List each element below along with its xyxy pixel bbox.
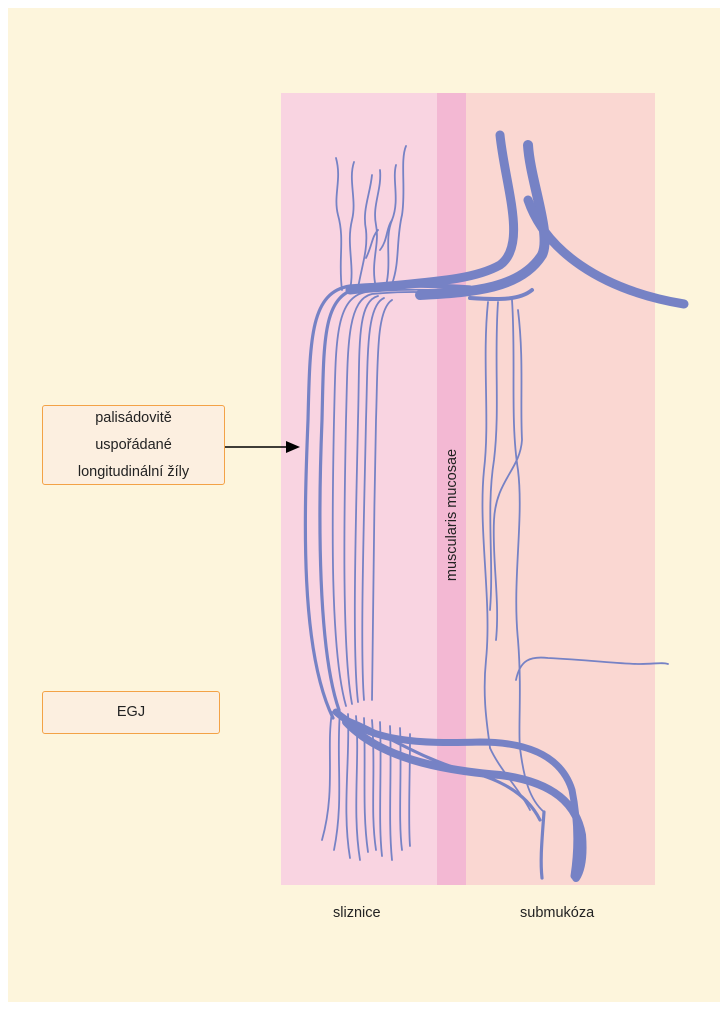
palisade-label-line3: longitudinální žíly xyxy=(78,459,189,486)
muscularis-mucosae-label: muscularis mucosae xyxy=(444,449,460,581)
egj-text: EGJ xyxy=(117,699,145,726)
submucosa-label: submukóza xyxy=(520,905,594,921)
mucosa-label: sliznice xyxy=(333,905,381,921)
palisade-veins-label: palisádovitě uspořádané longitudinální ž… xyxy=(42,405,225,485)
palisade-label-line2: uspořádané xyxy=(95,432,172,459)
palisade-label-line1: palisádovitě xyxy=(95,405,172,432)
egj-label: EGJ xyxy=(42,691,220,734)
